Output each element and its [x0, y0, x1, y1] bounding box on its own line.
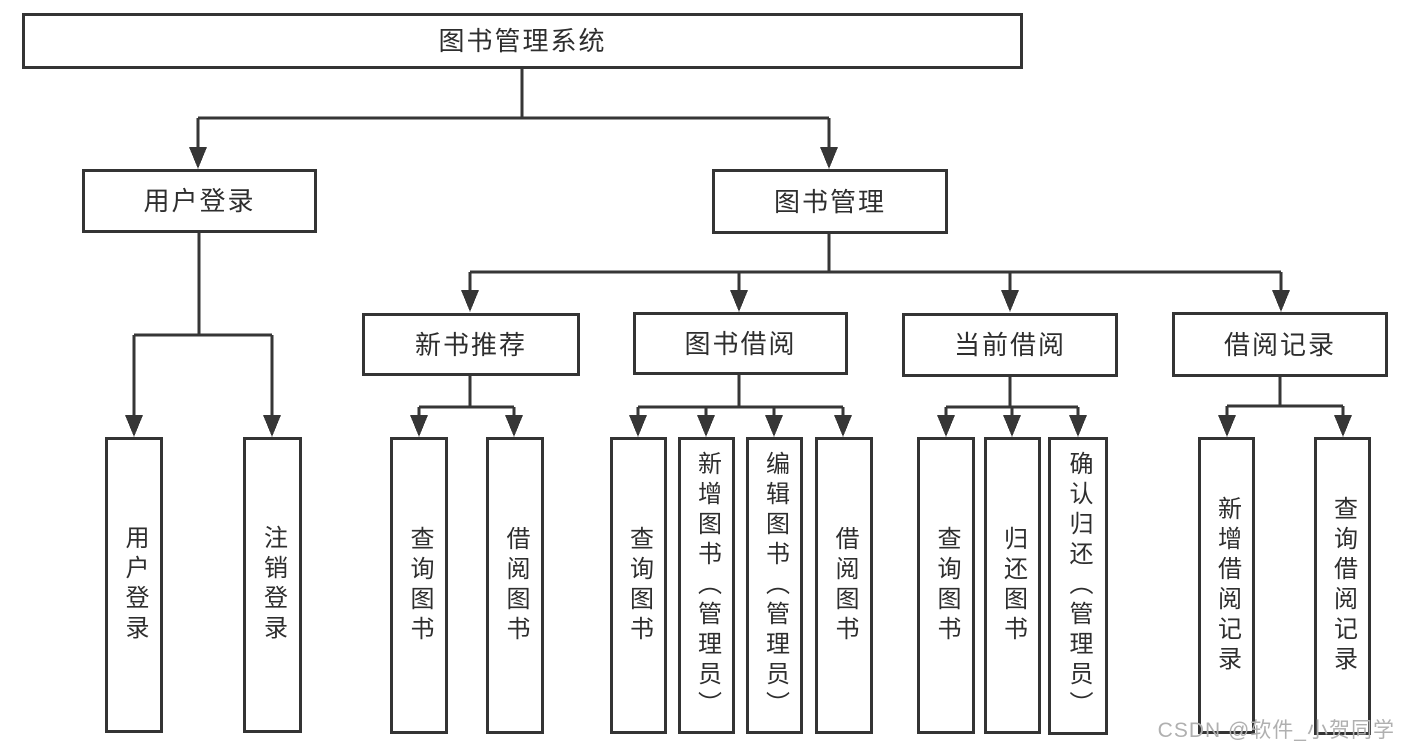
node-br-add-record-label: 新增借阅记录 [1213, 495, 1241, 676]
node-logout-label: 注销登录 [259, 525, 287, 645]
node-rec-borrow-books: 借阅图书 [486, 437, 544, 734]
node-cb-query-books-label: 查询图书 [933, 525, 960, 646]
node-user-login: 用户登录 [82, 169, 317, 233]
node-rec-query-books-label: 查询图书 [406, 525, 433, 646]
csdn-watermark: CSDN @软件_小贺同学 [1157, 719, 1395, 742]
node-root: 图书管理系统 [22, 13, 1023, 69]
node-bb-add-books-label: 新增图书（管理员） [693, 450, 721, 721]
node-new-book-rec-label: 新书推荐 [414, 329, 527, 360]
node-logout: 注销登录 [243, 437, 302, 733]
node-borrow-records: 借阅记录 [1172, 312, 1388, 377]
node-user-login-action: 用户登录 [105, 437, 163, 733]
node-book-mgmt-label: 图书管理 [773, 186, 886, 217]
node-bb-add-books: 新增图书（管理员） [678, 437, 735, 734]
node-br-query-record: 查询借阅记录 [1314, 437, 1371, 735]
node-book-mgmt: 图书管理 [712, 169, 948, 234]
node-borrow-records-label: 借阅记录 [1223, 329, 1336, 360]
node-cb-return-books-label: 归还图书 [999, 525, 1027, 646]
node-user-login-action-label: 用户登录 [121, 525, 148, 645]
node-rec-borrow-books-label: 借阅图书 [502, 525, 529, 646]
node-bb-borrow-books: 借阅图书 [815, 437, 873, 734]
node-cb-confirm-return-label: 确认归还（管理员） [1065, 451, 1092, 721]
node-current-borrow-label: 当前借阅 [953, 330, 1066, 360]
node-root-label: 图书管理系统 [438, 26, 607, 56]
node-bb-query-books-label: 查询图书 [625, 525, 653, 646]
node-rec-query-books: 查询图书 [390, 437, 448, 734]
node-user-login-label: 用户登录 [143, 186, 256, 216]
node-cb-return-books: 归还图书 [984, 437, 1041, 734]
node-new-book-rec: 新书推荐 [362, 313, 580, 376]
node-book-borrow-label: 图书借阅 [684, 328, 797, 359]
node-bb-edit-books: 编辑图书（管理员） [746, 437, 803, 734]
node-cb-query-books: 查询图书 [917, 437, 975, 734]
node-br-add-record: 新增借阅记录 [1198, 437, 1255, 734]
node-cb-confirm-return: 确认归还（管理员） [1048, 437, 1108, 735]
node-bb-edit-books-label: 编辑图书（管理员） [761, 450, 789, 721]
node-book-borrow: 图书借阅 [633, 312, 848, 375]
node-current-borrow: 当前借阅 [902, 313, 1118, 377]
node-bb-query-books: 查询图书 [610, 437, 667, 734]
node-br-query-record-label: 查询借阅记录 [1329, 496, 1357, 676]
node-bb-borrow-books-label: 借阅图书 [831, 525, 858, 646]
